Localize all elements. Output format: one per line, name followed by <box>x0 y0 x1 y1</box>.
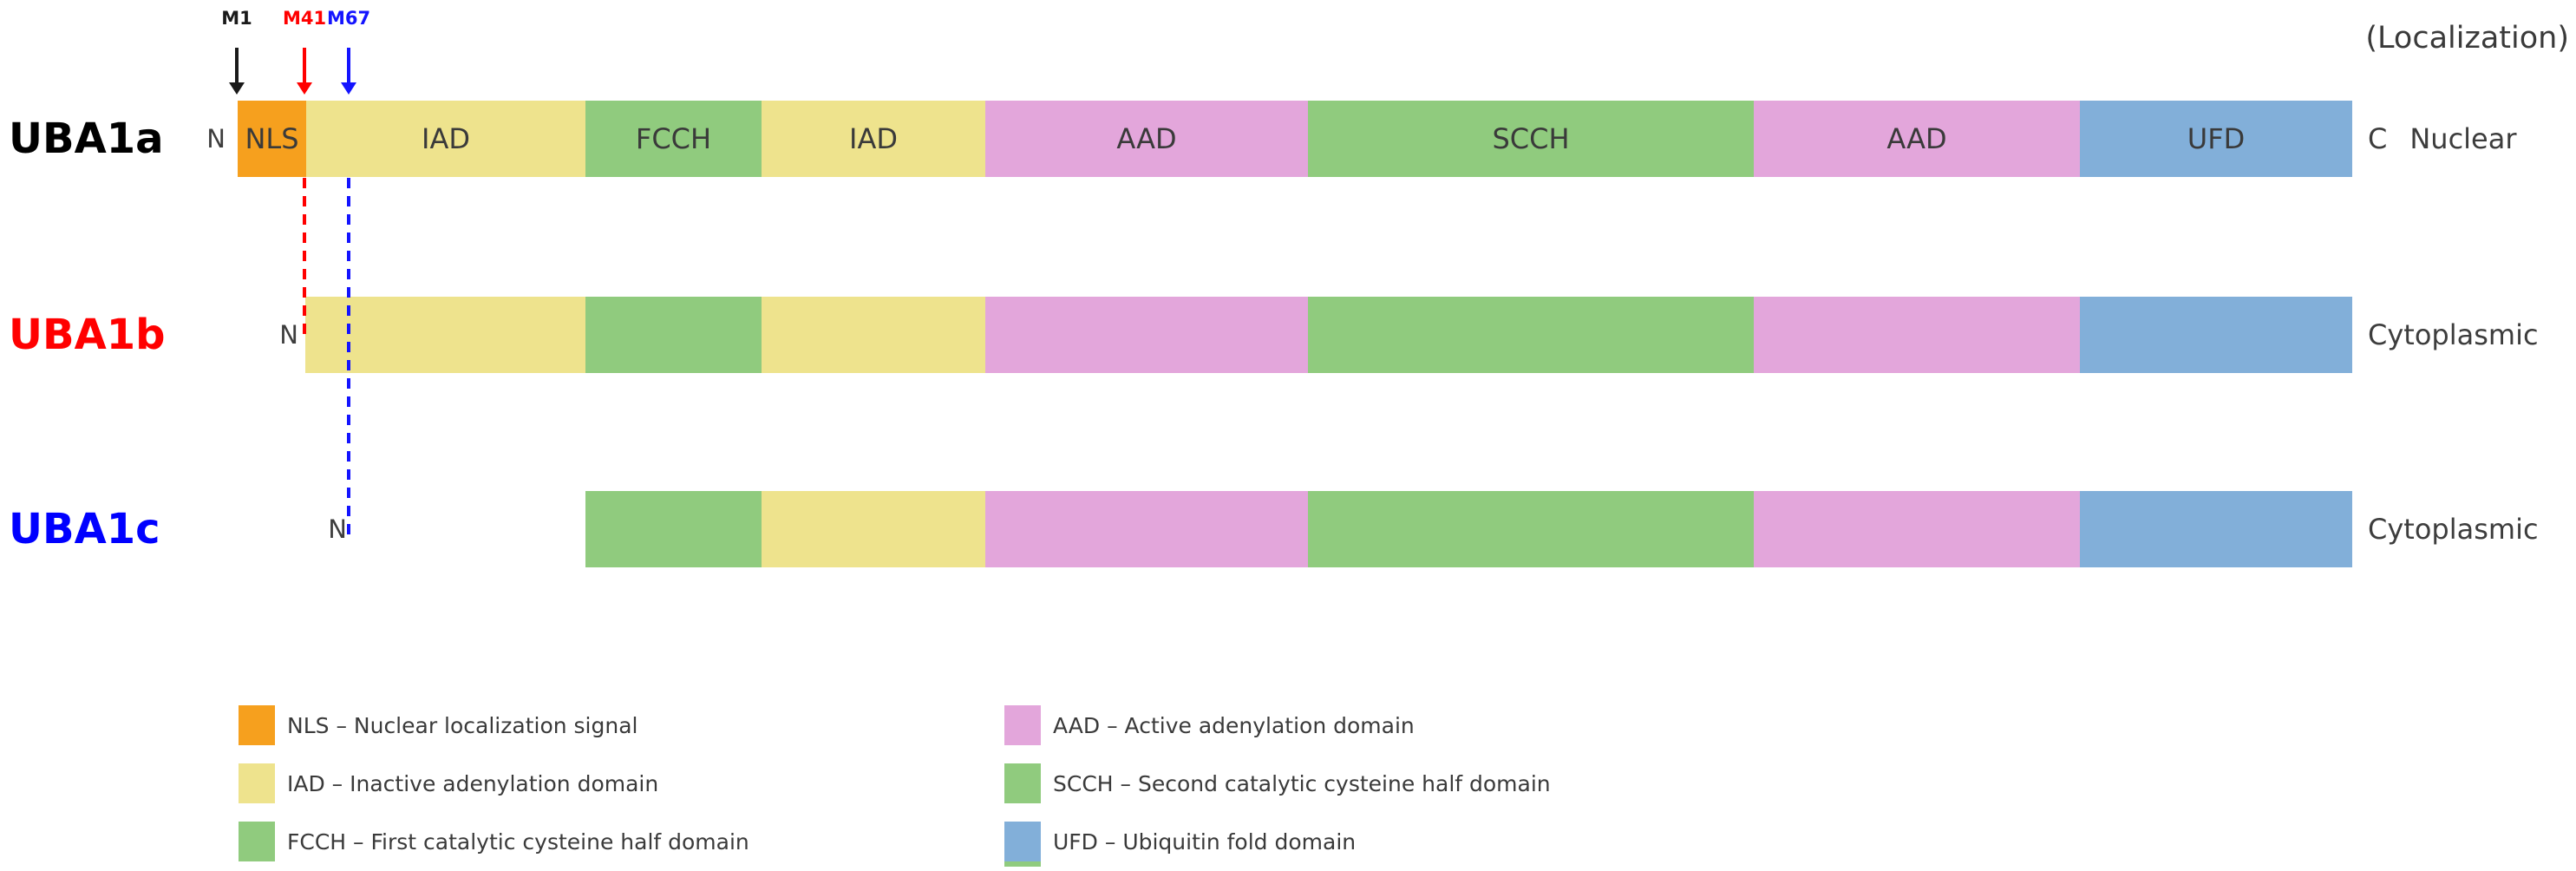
row-uba1b-label-box: UBA1b <box>9 297 165 373</box>
segment-ufd: UFD <box>2080 101 2352 177</box>
legend-item-iad: IAD – Inactive adenylation domain <box>239 763 749 803</box>
segment-aad <box>1754 491 2080 567</box>
domain-label: AAD <box>1886 122 1947 155</box>
domain-label: FCCH <box>635 122 712 155</box>
uba1c-domain-bar <box>585 491 2352 567</box>
fcch-swatch <box>239 822 275 861</box>
row-uba1a-label-box: UBA1a <box>9 101 164 177</box>
legend-label: AAD – Active adenylation domain <box>1053 712 1415 738</box>
segment-ufd <box>2080 491 2352 567</box>
segment-fcch <box>585 297 762 373</box>
localization-value-uba1b: Cytoplasmic <box>2368 318 2539 351</box>
scch-swatch <box>1004 763 1041 803</box>
segment-iad: IAD <box>762 101 985 177</box>
legend-label: FCCH – First catalytic cysteine half dom… <box>287 828 749 855</box>
uba1a-n-terminus-box: N <box>198 101 226 177</box>
isoform-label-uba1a: UBA1a <box>9 115 164 163</box>
uba1b-n-terminus-box: N <box>271 297 298 373</box>
segment-aad: AAD <box>985 101 1308 177</box>
m1-marker-label: M1 <box>221 8 252 29</box>
segment-fcch: FCCH <box>585 101 762 177</box>
localization-value-uba1a: Nuclear <box>2409 122 2517 155</box>
nls-swatch <box>239 705 275 745</box>
legend-item-ufd: UFD – Ubiquitin fold domain <box>1004 822 1551 861</box>
arrow-head-icon <box>341 82 356 95</box>
segment-scch <box>1308 491 1754 567</box>
m41-dashed-line <box>303 178 306 338</box>
arrow-stem <box>347 48 350 83</box>
uba1a-localization-box: C Nuclear <box>2368 101 2517 177</box>
segment-nls: NLS <box>238 101 306 177</box>
segment-ufd <box>2080 297 2352 373</box>
legend-item-fcch: FCCH – First catalytic cysteine half dom… <box>239 822 749 861</box>
legend-item-nls: NLS – Nuclear localization signal <box>239 705 749 745</box>
legend-label: SCCH – Second catalytic cysteine half do… <box>1053 770 1551 796</box>
row-uba1c-label-box: UBA1c <box>9 491 160 567</box>
aad-swatch <box>1004 705 1041 745</box>
uba1b-domain-bar <box>305 297 2352 373</box>
uba1c-n-terminus-box: N <box>319 491 347 567</box>
domain-label: IAD <box>849 122 898 155</box>
segment-iad: IAD <box>306 101 585 177</box>
localization-value-uba1c: Cytoplasmic <box>2368 513 2539 546</box>
segment-scch: SCCH <box>1308 101 1754 177</box>
uba1a-domain-bar: NLS IAD FCCH IAD AAD SCCH AAD UFD <box>238 101 2352 177</box>
isoform-label-uba1c: UBA1c <box>9 505 160 553</box>
segment-iad <box>762 491 985 567</box>
c-terminus-label: C <box>2368 122 2388 155</box>
ufd-swatch <box>1004 822 1041 861</box>
segment-aad <box>985 491 1308 567</box>
domain-label: IAD <box>422 122 470 155</box>
segment-iad <box>305 297 585 373</box>
legend-item-scch: SCCH – Second catalytic cysteine half do… <box>1004 763 1551 803</box>
domain-label: SCCH <box>1492 122 1570 155</box>
arrow-head-icon <box>229 82 245 95</box>
m67-dashed-line <box>347 178 350 538</box>
segment-aad: AAD <box>1754 101 2080 177</box>
arrow-head-icon <box>297 82 312 95</box>
domain-label: UFD <box>2187 122 2246 155</box>
legend-item-aad: AAD – Active adenylation domain <box>1004 705 1551 745</box>
legend-label: NLS – Nuclear localization signal <box>287 712 638 738</box>
arrow-stem <box>303 48 306 83</box>
n-terminus-label: N <box>206 124 226 154</box>
arrow-stem <box>235 48 239 83</box>
segment-scch <box>1308 297 1754 373</box>
legend-label: UFD – Ubiquitin fold domain <box>1053 828 1357 855</box>
m41-marker-label: M41 <box>282 8 327 29</box>
localization-header: (Localization) <box>2365 21 2569 56</box>
segment-fcch <box>585 491 762 567</box>
segment-iad <box>762 297 985 373</box>
segment-aad <box>1754 297 2080 373</box>
domain-label: NLS <box>245 122 299 155</box>
iad-swatch <box>239 763 275 803</box>
uba1c-localization-box: Cytoplasmic <box>2368 491 2539 567</box>
domain-label: AAD <box>1116 122 1177 155</box>
m67-marker-label: M67 <box>326 8 371 29</box>
n-terminus-label: N <box>279 320 298 350</box>
n-terminus-label: N <box>328 514 347 544</box>
uba1b-localization-box: Cytoplasmic <box>2368 297 2539 373</box>
legend-label: IAD – Inactive adenylation domain <box>287 770 659 796</box>
segment-aad <box>985 297 1308 373</box>
isoform-label-uba1b: UBA1b <box>9 311 166 359</box>
